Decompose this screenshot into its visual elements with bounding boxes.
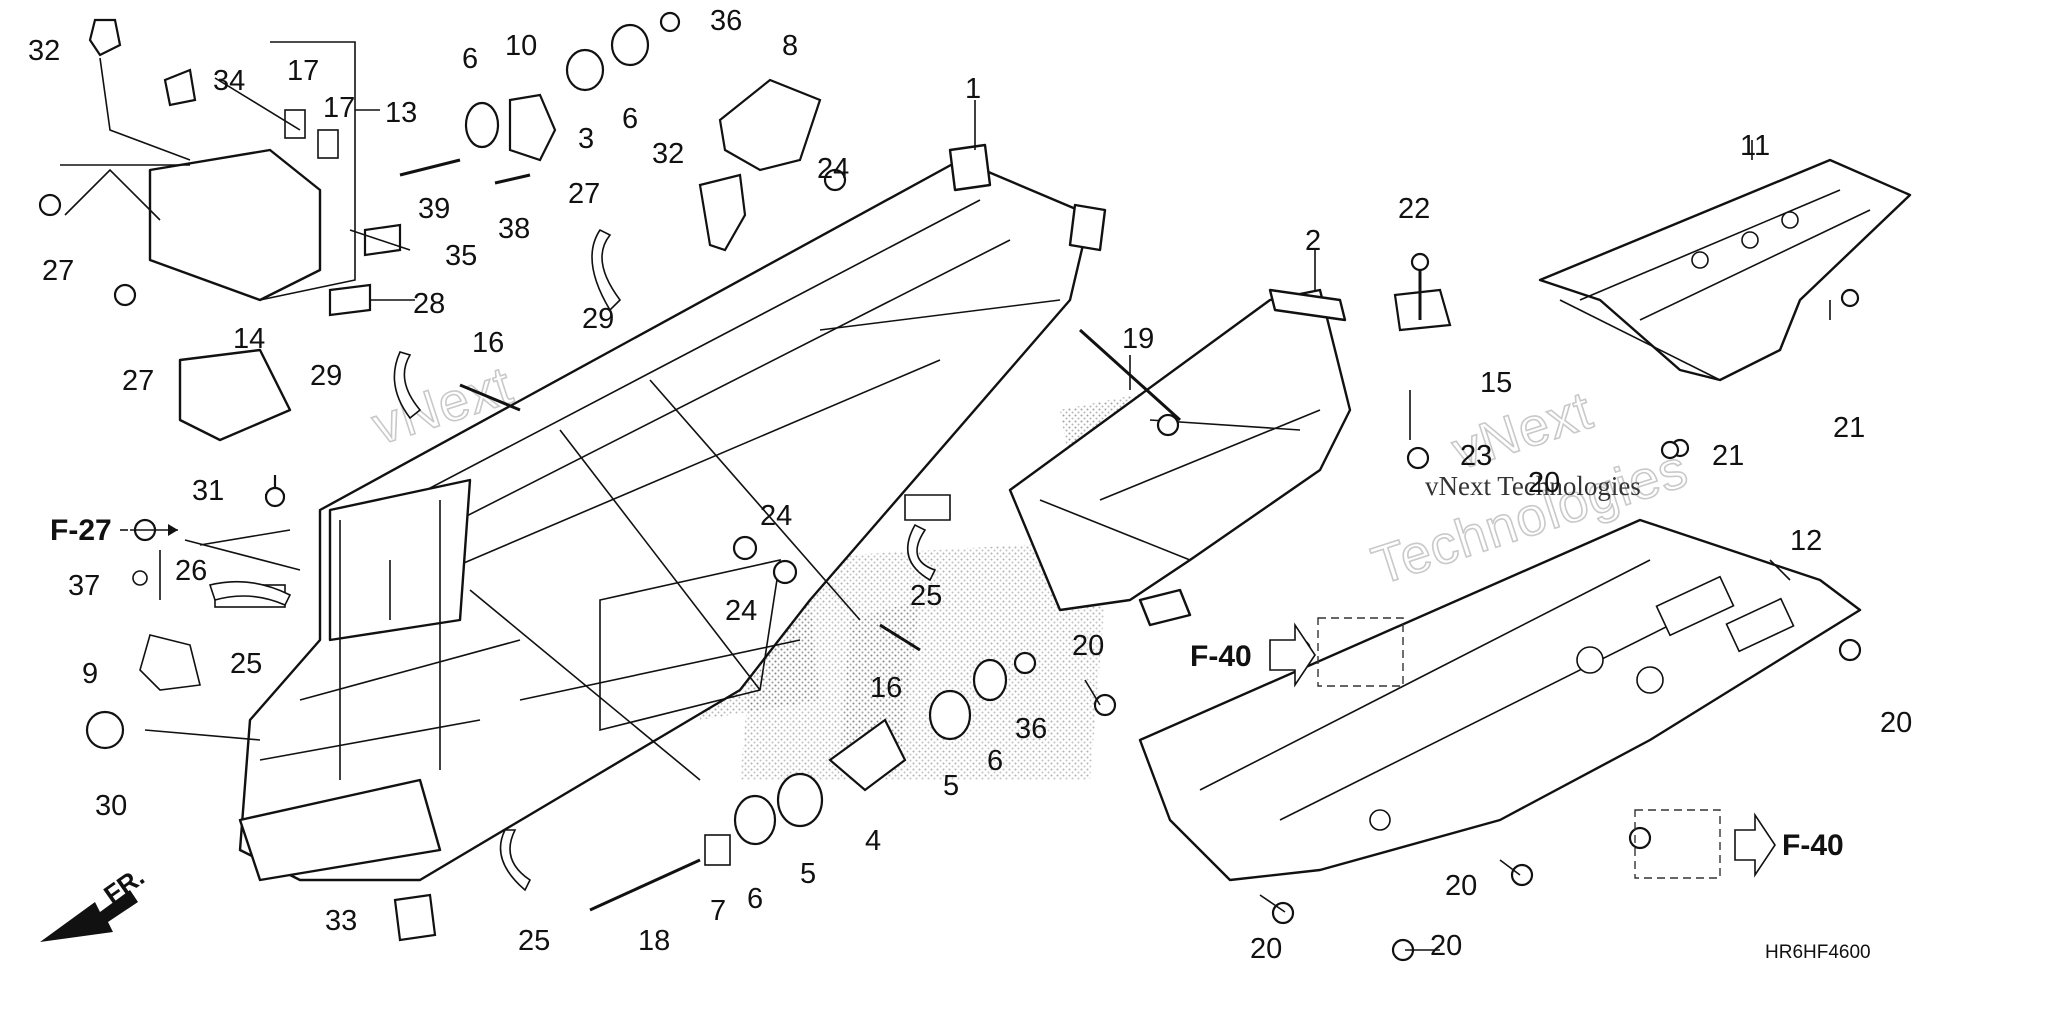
ref-label-f27: F-27 (50, 514, 112, 547)
callout-27: 27 (568, 178, 600, 210)
callout-20: 20 (1250, 933, 1282, 965)
callout-36: 36 (710, 5, 742, 37)
front-direction-arrow: FR. (40, 861, 150, 942)
callout-16: 16 (472, 327, 504, 359)
callout-8: 8 (782, 30, 798, 62)
ref-label-f40-left: F-40 (1190, 640, 1252, 673)
callout-12: 12 (1790, 525, 1822, 557)
callout-25: 25 (518, 925, 550, 957)
callout-6: 6 (747, 883, 763, 915)
left-bracket-parts (38, 18, 437, 942)
callout-31: 31 (192, 475, 224, 507)
skid-plate-11 (1538, 158, 1912, 382)
callout-38: 38 (498, 213, 530, 245)
skid-plate-12 (1138, 518, 1862, 882)
callout-20: 20 (1430, 930, 1462, 962)
callout-25: 25 (230, 648, 262, 680)
callout-27: 27 (122, 365, 154, 397)
callout-29: 29 (582, 303, 614, 335)
callout-35: 35 (445, 240, 477, 272)
ref-f27-group (120, 524, 178, 536)
callout-20: 20 (1880, 707, 1912, 739)
front-direction-label: FR. (98, 861, 150, 910)
callout-17: 17 (323, 92, 355, 124)
callout-20: 20 (1528, 467, 1560, 499)
main-frame (238, 143, 1107, 882)
callout-6: 6 (622, 103, 638, 135)
callout-22: 22 (1398, 193, 1430, 225)
sub-frame (1008, 288, 1352, 627)
callout-21: 21 (1833, 412, 1865, 444)
callout-4: 4 (865, 825, 881, 857)
callout-24: 24 (817, 153, 849, 185)
callout-37: 37 (68, 570, 100, 602)
ref-label-f40-right: F-40 (1782, 829, 1844, 862)
watermark-line: vNext Technologies (1425, 471, 1641, 501)
callout-24: 24 (760, 500, 792, 532)
ref-f40-right-group (1634, 809, 1776, 879)
callout-1: 1 (965, 73, 981, 105)
callout-15: 15 (1480, 367, 1512, 399)
callout-32: 32 (652, 138, 684, 170)
callout-6: 6 (462, 43, 478, 75)
callout-5: 5 (943, 770, 959, 802)
callout-2: 2 (1305, 225, 1321, 257)
callout-13: 13 (385, 97, 417, 129)
callout-14: 14 (233, 323, 265, 355)
callout-10: 10 (505, 30, 537, 62)
callout-24: 24 (725, 595, 757, 627)
callout-26: 26 (175, 555, 207, 587)
callout-32: 32 (28, 35, 60, 67)
callout-28: 28 (413, 288, 445, 320)
callout-3: 3 (578, 123, 594, 155)
callout-21: 21 (1712, 440, 1744, 472)
part-callouts: 32 34 17 17 13 27 35 28 27 14 6 10 3 6 3… (28, 5, 1912, 965)
callout-33: 33 (325, 905, 357, 937)
callout-20: 20 (1445, 870, 1477, 902)
callout-25: 25 (910, 580, 942, 612)
callout-36: 36 (1015, 713, 1047, 745)
callout-7: 7 (710, 895, 726, 927)
callout-11: 11 (1740, 130, 1770, 162)
callout-27: 27 (42, 255, 74, 287)
callout-39: 39 (418, 193, 450, 225)
callout-20: 20 (1072, 630, 1104, 662)
callout-17: 17 (287, 55, 319, 87)
callout-16: 16 (870, 672, 902, 704)
callout-5: 5 (800, 858, 816, 890)
center-parts (208, 11, 1862, 962)
callout-18: 18 (638, 925, 670, 957)
ref-f40-left-group (1269, 617, 1404, 688)
callout-23: 23 (1460, 440, 1492, 472)
callout-9: 9 (82, 658, 98, 690)
callout-34: 34 (213, 65, 245, 97)
diagram-code: HR6HF4600 (1765, 942, 1871, 963)
leader-lines (60, 41, 1831, 951)
callout-6: 6 (987, 745, 1003, 777)
callout-29: 29 (310, 360, 342, 392)
callout-30: 30 (95, 790, 127, 822)
callout-19: 19 (1122, 323, 1154, 355)
